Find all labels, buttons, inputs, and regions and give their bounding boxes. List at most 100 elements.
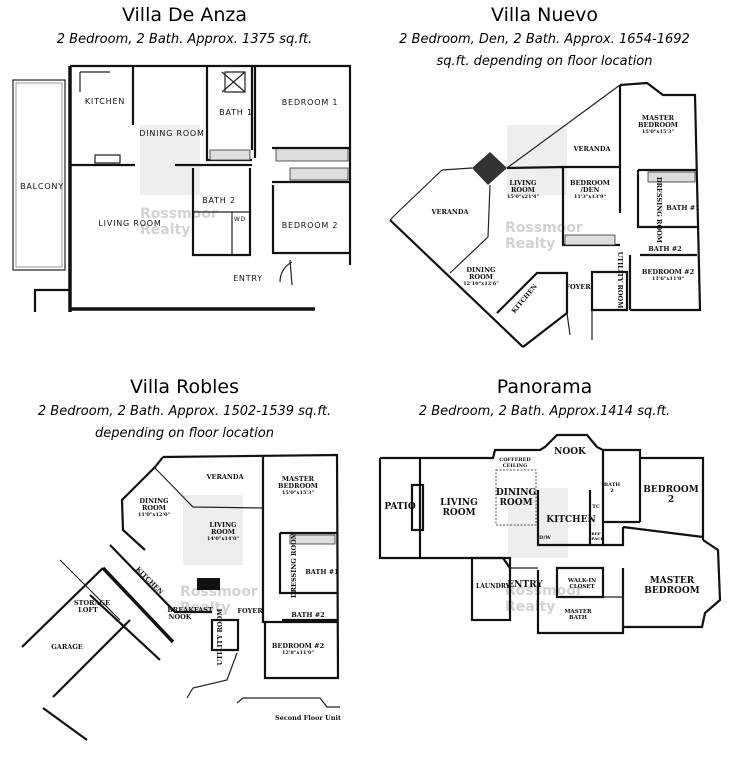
wall	[59, 559, 121, 621]
floor-plan-villa-de-anza: Rossmoor Realty KITCHEN DINING ROOM BATH…	[12, 64, 352, 312]
room-label: FOYER	[565, 283, 591, 291]
plan-subtitle: 2 Bedroom, 2 Bath. Approx. 1502-1539 sq.…	[37, 404, 332, 419]
wall	[470, 556, 512, 622]
wall	[389, 167, 491, 274]
wall	[120, 456, 164, 551]
wall	[220, 65, 246, 93]
plan-subtitle: 2 Bedroom, 2 Bath. Approx. 1375 sq.ft.	[56, 32, 313, 47]
room-label: GARAGE	[51, 643, 83, 651]
wall	[506, 84, 621, 169]
room-label: ENTRY	[507, 580, 543, 590]
label: Rossmoor	[140, 206, 218, 222]
wall	[536, 490, 605, 547]
wall	[261, 457, 338, 624]
wall	[647, 171, 696, 183]
plan-title: Villa Nuevo	[491, 4, 598, 26]
room-label: LIVING ROOM	[98, 219, 161, 228]
wall	[15, 82, 63, 268]
watermark: Rossmoor Realty	[140, 125, 218, 238]
label: Rossmoor	[505, 583, 583, 599]
wall	[420, 433, 605, 545]
wall	[623, 539, 722, 629]
plan-subtitle: sq.ft. depending on floor location	[436, 54, 653, 69]
plan-subtitle: 2 Bedroom, Den, 2 Bath. Approx. 1654-169…	[399, 32, 690, 47]
wall	[278, 531, 338, 622]
wall	[101, 566, 175, 644]
plan-title: Villa De Anza	[121, 4, 248, 26]
wall	[33, 288, 70, 312]
room-label: PATIO	[384, 502, 416, 512]
wall	[564, 234, 616, 246]
room-label: UTILITY ROOM	[216, 609, 224, 666]
wall	[186, 652, 340, 708]
wall	[162, 453, 340, 680]
plan-title: Villa Robles	[130, 376, 239, 398]
room-label: KITCHEN	[85, 97, 125, 106]
wall	[378, 456, 420, 560]
room-label: BEDROOM 1	[282, 98, 339, 107]
plan-subtitle: depending on floor location	[95, 426, 274, 441]
room-label: BATH #2	[648, 245, 681, 253]
wall	[496, 271, 569, 348]
room-label: KITCHEN	[546, 515, 595, 525]
room-label: BEDROOM 2	[282, 221, 339, 230]
wall	[289, 167, 349, 181]
plan-subtitle: 2 Bedroom, 2 Bath. Approx.1414 sq.ft.	[418, 404, 671, 419]
wall	[603, 525, 704, 547]
label: Rossmoor	[505, 220, 583, 236]
wall	[193, 211, 250, 255]
wall	[590, 270, 629, 312]
plan-note: Second Floor Unit	[275, 714, 341, 722]
wall	[140, 125, 200, 195]
label: Realty	[505, 599, 555, 615]
wall	[210, 618, 240, 652]
wall	[12, 79, 66, 271]
wall	[628, 168, 697, 310]
watermark: Rossmoor Realty	[180, 495, 258, 616]
wall	[472, 152, 507, 185]
wall	[619, 81, 702, 312]
room-label: BATH #2	[291, 611, 324, 619]
room-label: BALCONY	[20, 182, 64, 191]
wall	[197, 578, 220, 590]
wall	[271, 146, 350, 255]
room-label: BATH #1	[666, 204, 699, 212]
room-label: VERANDA	[205, 473, 244, 481]
wall	[566, 310, 593, 340]
room-label: BATH #1	[305, 568, 338, 576]
wall	[154, 467, 264, 509]
room-label: KITCHEN	[510, 282, 539, 315]
wall	[410, 483, 425, 532]
room-label: VERANDA	[430, 208, 469, 216]
room-label: FOYER	[237, 607, 263, 615]
room-label: DINING ROOM	[139, 129, 204, 138]
wall	[70, 64, 352, 265]
wall	[603, 448, 705, 540]
room-label: LAUNDRY	[476, 583, 511, 590]
wall	[418, 458, 511, 569]
wall	[70, 66, 252, 167]
room-label: DRESSING ROOM	[655, 177, 663, 243]
room-label: TC	[592, 504, 600, 510]
wall	[289, 534, 336, 545]
room-label: BATH 2	[202, 196, 236, 205]
room-label: KITCHEN	[134, 565, 165, 596]
wall	[510, 567, 624, 627]
wall	[279, 259, 293, 286]
